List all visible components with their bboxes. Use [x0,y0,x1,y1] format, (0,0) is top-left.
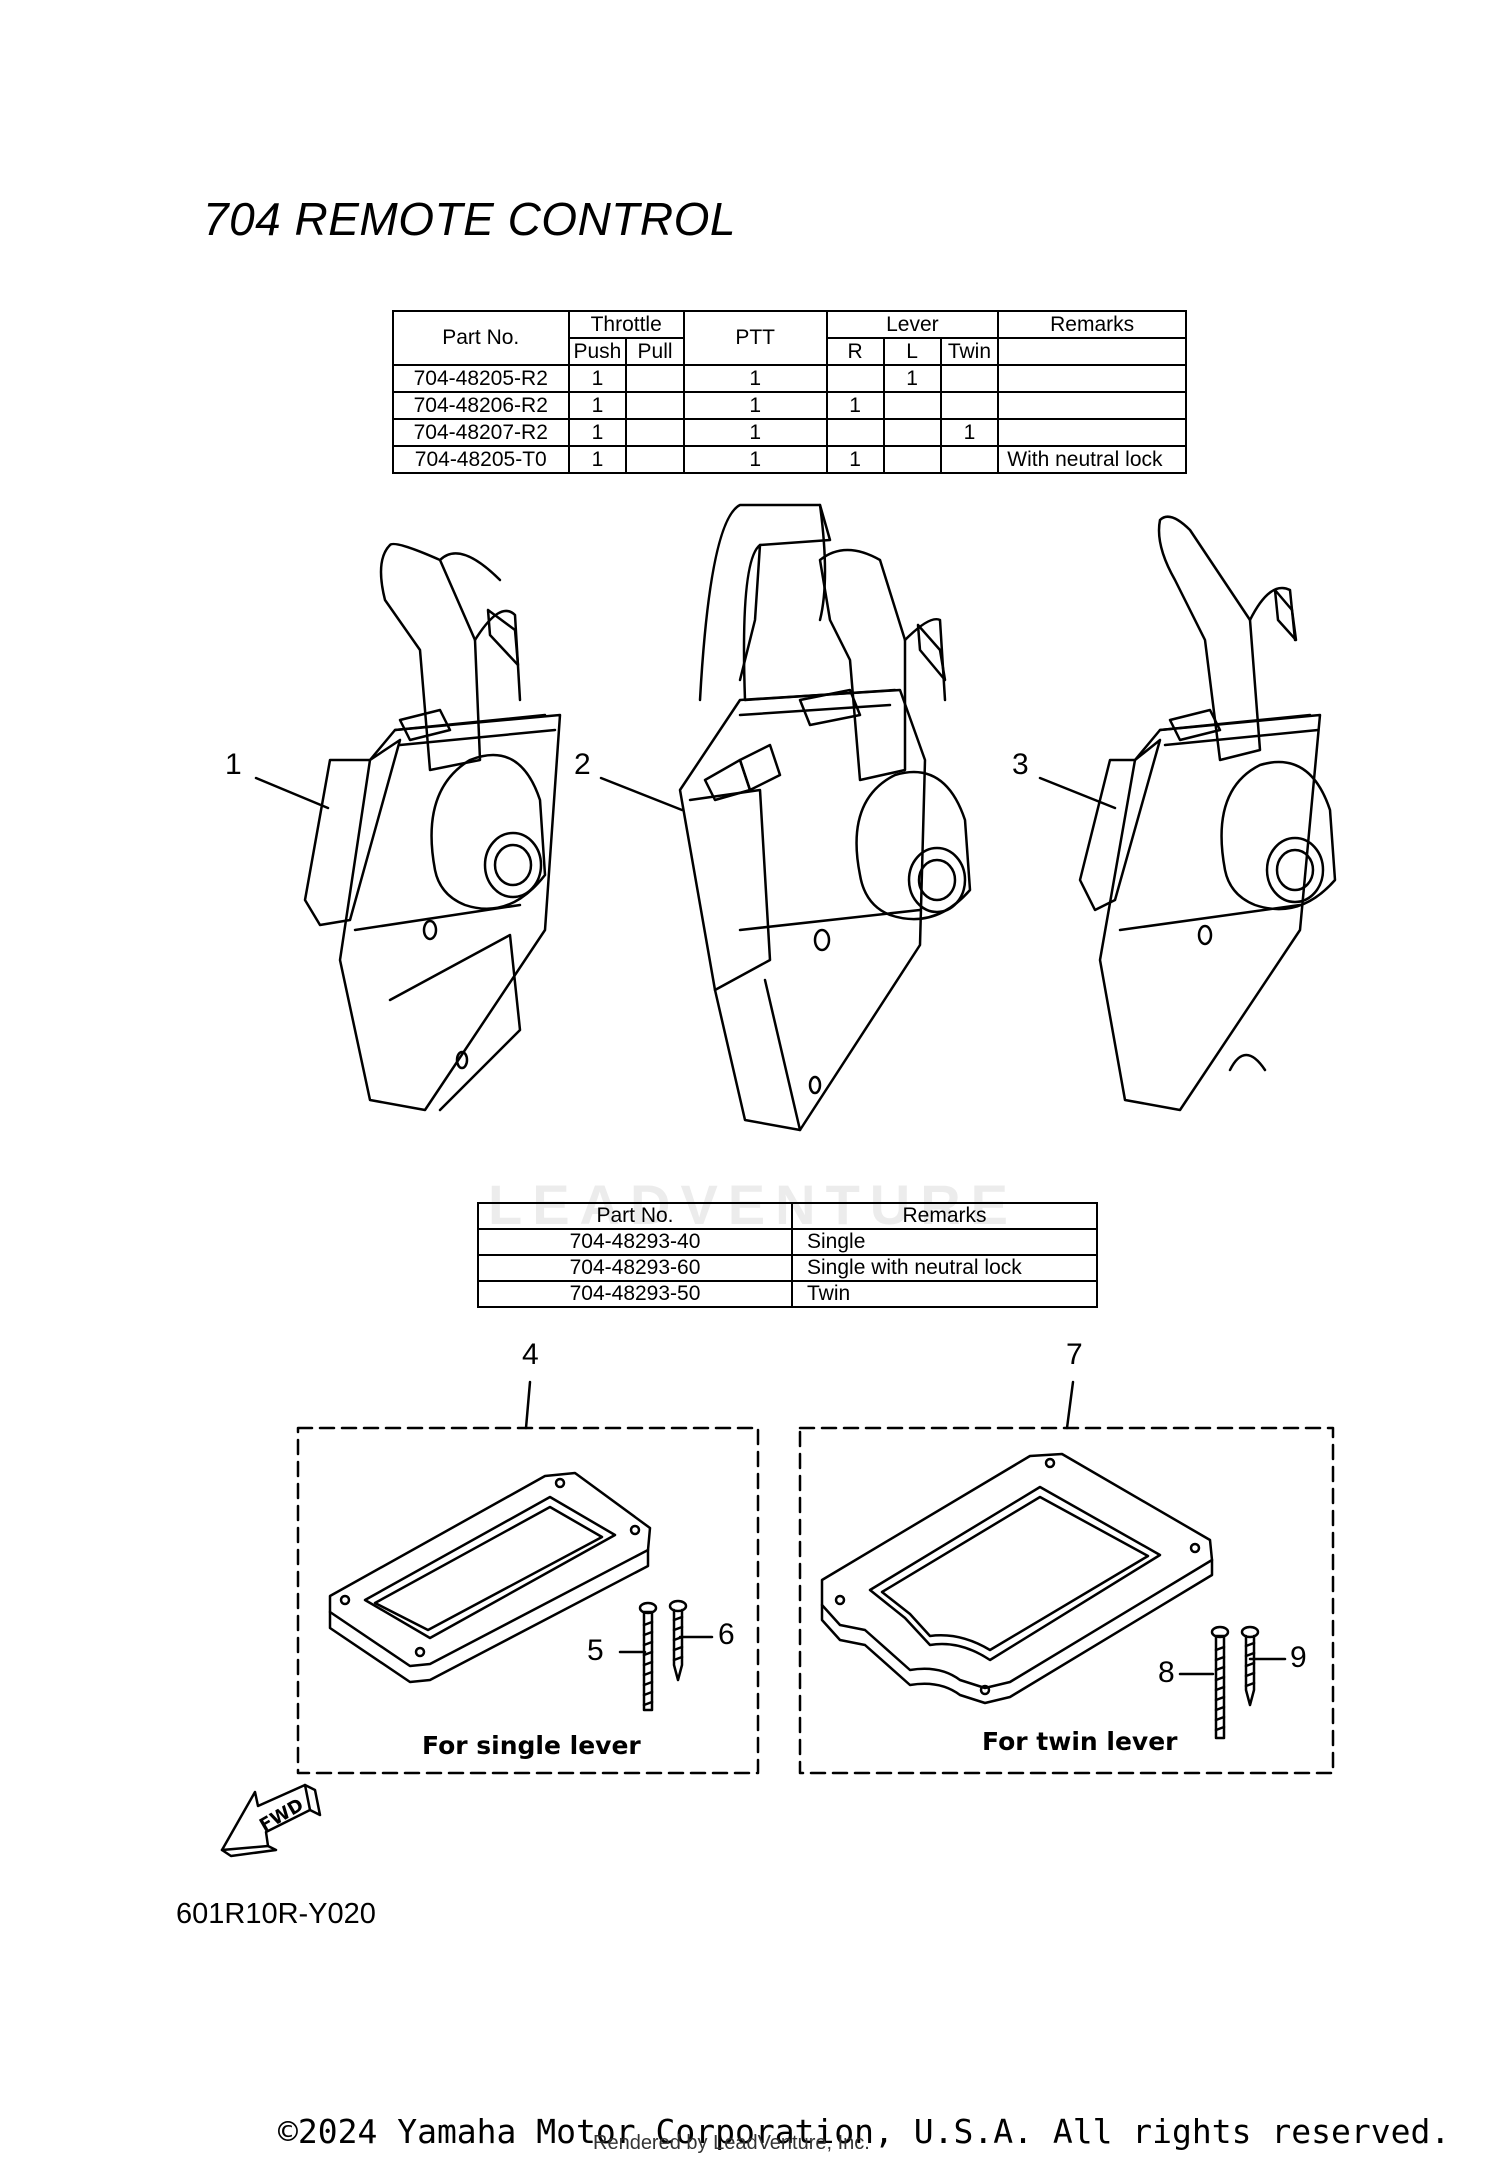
cell-pull [625,391,685,420]
leader-line-2 [599,776,684,812]
leader-line-1 [254,776,330,810]
cell-ptt: 1 [682,364,828,393]
cell-remarks: Single with neutral lock [791,1254,1098,1282]
callout-1: 1 [225,748,242,781]
screw-5-drawing [638,1601,658,1712]
cell-r [825,364,885,393]
cell-ptt: 1 [682,445,828,474]
cell-remarks: With neutral lock [997,445,1187,474]
cell-l [882,391,942,420]
header-push: Push [567,337,628,366]
callout-5: 5 [587,1634,604,1667]
cell-ptt: 1 [682,418,828,447]
screw-9-drawing [1240,1625,1260,1707]
cell-remarks: Twin [791,1280,1098,1308]
callout-9: 9 [1290,1641,1307,1674]
cell-remarks: Single [791,1228,1098,1256]
callout-6: 6 [718,1618,735,1651]
header-remarks: Remarks [997,310,1187,339]
table-row: 704-48207-R2 1 1 1 [392,418,1187,447]
cell-push: 1 [567,364,628,393]
table-row: 704-48205-R2 1 1 1 [392,364,1187,393]
cell-part: 704-48205-R2 [392,364,570,393]
callout-4: 4 [522,1338,539,1371]
caption-single-lever: For single lever [422,1731,641,1760]
header-pull: Pull [625,337,685,366]
cell-twin: 1 [939,418,1000,447]
cell-pull [625,364,685,393]
cell-pull [625,418,685,447]
cell-remarks [997,418,1187,447]
header-ptt: PTT [682,310,828,366]
cell-part: 704-48293-60 [477,1254,793,1282]
cell-part: 704-48206-R2 [392,391,570,420]
table-row: 704-48293-40 Single [477,1228,1098,1256]
cell-r: 1 [825,391,885,420]
cell-r: 1 [825,445,885,474]
diagram-code: 601R10R-Y020 [176,1898,376,1930]
table-row: 704-48206-R2 1 1 1 [392,391,1187,420]
copyright-notice: ©2024 Yamaha Motor Corporation, U.S.A. A… [278,2112,1451,2151]
table-row: 704-48205-T0 1 1 1 With neutral lock [392,445,1187,474]
screw-6-drawing [668,1599,688,1682]
cell-twin [939,364,1000,393]
leader-line-4 [524,1380,532,1430]
twin-lever-kit-box [798,1426,1335,1775]
cell-part: 704-48205-T0 [392,445,570,474]
cell-part: 704-48293-50 [477,1280,793,1308]
header-part-no: Part No. [392,310,570,366]
cell-twin [939,391,1000,420]
header-r: R [825,337,885,366]
cell-remarks [997,391,1187,420]
header-part-no: Part No. [477,1202,793,1230]
screw-8-drawing [1210,1625,1230,1740]
cell-part: 704-48293-40 [477,1228,793,1256]
header-twin: Twin [939,337,1000,366]
cell-twin [939,445,1000,474]
gasket-single-drawing [328,1471,652,1684]
header-remarks: Remarks [791,1202,1098,1230]
fwd-arrow-icon [220,1783,322,1858]
single-lever-kit-box [296,1426,760,1775]
page-title: 704 REMOTE CONTROL [203,193,736,245]
rendered-by-notice: Rendered by LeadVenture, Inc. [593,2132,870,2154]
callout-7: 7 [1066,1338,1083,1371]
cell-push: 1 [567,418,628,447]
caption-twin-lever: For twin lever [982,1727,1178,1756]
fwd-label: FWD [256,1795,307,1837]
header-remarks-blank [997,337,1187,366]
remote-control-single-left-drawing [303,542,562,1112]
cell-push: 1 [567,445,628,474]
remote-control-twin-center-drawing [678,503,972,1132]
callout-3: 3 [1012,748,1029,781]
callout-8: 8 [1158,1656,1175,1689]
cell-push: 1 [567,391,628,420]
remote-control-parts-table: Part No. Throttle PTT Lever Remarks Push… [392,310,1187,474]
table-row: 704-48293-50 Twin [477,1280,1098,1308]
remote-control-single-right-drawing [1078,515,1337,1112]
header-throttle: Throttle [567,310,685,339]
leader-line-3 [1038,776,1117,810]
cell-pull [625,445,685,474]
cell-part: 704-48207-R2 [392,418,570,447]
cell-r [825,418,885,447]
cell-remarks [997,364,1187,393]
table-row: 704-48293-60 Single with neutral lock [477,1254,1098,1282]
header-l: L [882,337,942,366]
cell-l: 1 [882,364,942,393]
gasket-parts-table: Part No. Remarks 704-48293-40 Single 704… [477,1202,1098,1308]
callout-2: 2 [574,748,591,781]
cell-l [882,445,942,474]
gasket-twin-drawing [820,1452,1214,1705]
header-lever: Lever [825,310,1000,339]
cell-ptt: 1 [682,391,828,420]
cell-l [882,418,942,447]
leader-line-7 [1065,1380,1075,1430]
